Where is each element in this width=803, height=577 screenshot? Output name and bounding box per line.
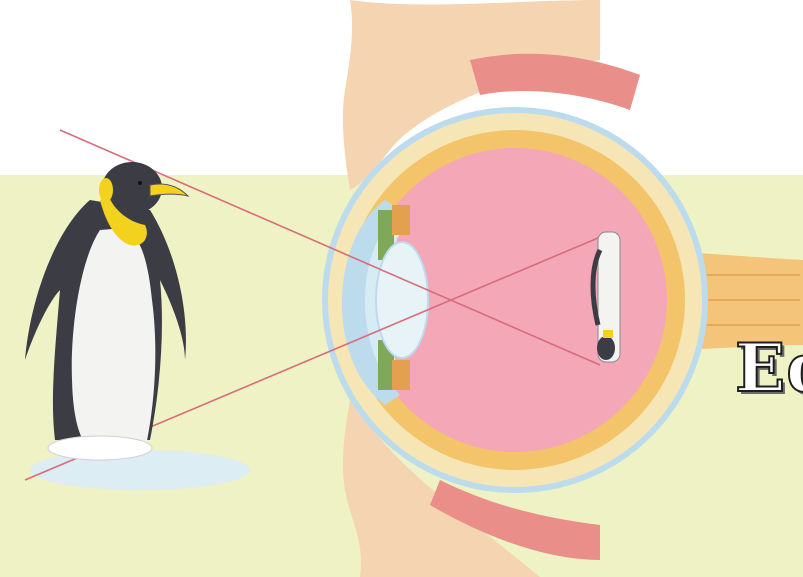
- ciliary-body-top: [392, 205, 410, 235]
- penguin-feet: [48, 436, 152, 460]
- penguin-ear-patch: [99, 178, 113, 202]
- lens: [376, 242, 428, 358]
- overlay-text: Ed: [735, 335, 803, 401]
- ciliary-body-bottom: [392, 360, 410, 390]
- penguin-eye: [138, 181, 142, 185]
